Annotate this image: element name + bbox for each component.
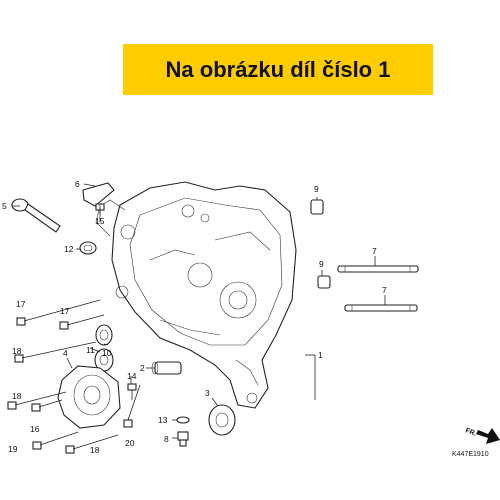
callout-8: 8 (164, 434, 169, 444)
callout-10: 10 (102, 348, 112, 358)
stud-bolt-lower-part[interactable] (344, 304, 418, 312)
oil-dipstick-part[interactable] (11, 198, 61, 233)
flange-bolt-19-part[interactable] (32, 431, 79, 450)
callout-9-upper: 9 (314, 184, 319, 194)
cable-bracket-part[interactable] (82, 182, 115, 207)
sealing-washer-part[interactable] (176, 416, 190, 424)
callout-3: 3 (205, 388, 210, 398)
callout-18-lower: 18 (90, 445, 100, 455)
callout-7-lower: 7 (382, 285, 387, 295)
callout-13: 13 (158, 415, 168, 425)
oil-seal-10-part[interactable] (95, 324, 113, 346)
front-direction-label: FR. (464, 427, 477, 437)
flange-bolt-18-lower-part[interactable] (65, 434, 119, 454)
front-direction-indicator: FR. (464, 427, 500, 444)
bearing-part[interactable] (208, 404, 236, 436)
callout-2: 2 (140, 363, 145, 373)
crankcase-half-part[interactable] (95, 181, 297, 409)
callout-18-upper: 18 (12, 346, 22, 356)
callout-5: 5 (2, 201, 7, 211)
callout-15: 15 (95, 216, 105, 226)
side-cover-part[interactable] (57, 365, 121, 429)
collar-part[interactable] (151, 361, 182, 375)
callout-11: 11 (86, 345, 95, 355)
drain-bolt-part[interactable] (177, 431, 189, 447)
plug-14-part[interactable] (127, 383, 137, 400)
flange-bolt-18-middle-part[interactable] (7, 391, 67, 410)
dowel-pin-upper-part[interactable] (310, 199, 324, 215)
callout-7-upper: 7 (372, 246, 377, 256)
callout-4: 4 (63, 348, 68, 358)
oil-seal-11-part[interactable] (94, 348, 114, 372)
callout-14: 14 (127, 371, 137, 381)
flange-bolt-20-part[interactable] (123, 384, 141, 428)
callout-1: 1 (318, 350, 323, 360)
stud-bolt-upper-part[interactable] (337, 265, 419, 273)
callout-17-upper: 17 (16, 299, 26, 309)
callout-6: 6 (75, 179, 80, 189)
o-ring-part[interactable] (79, 241, 97, 255)
front-arrow-icon (476, 428, 500, 444)
flange-bolt-17-upper-part[interactable] (16, 299, 101, 326)
callout-17-lower: 17 (60, 306, 70, 316)
callout-16: 16 (30, 424, 40, 434)
flange-bolt-17-lower-part[interactable] (59, 314, 105, 330)
diagram-code: K447E1910 (452, 451, 489, 458)
part-number-banner: Na obrázku díl číslo 1 (123, 44, 433, 95)
dowel-pin-lower-part[interactable] (317, 275, 331, 289)
callout-18-middle: 18 (12, 391, 22, 401)
leader-lines (12, 183, 386, 439)
callout-20: 20 (125, 438, 135, 448)
callout-19: 19 (8, 444, 18, 454)
flange-bolt-16-part[interactable] (31, 399, 63, 412)
callout-12: 12 (64, 244, 74, 254)
banner-text: Na obrázku díl číslo 1 (165, 56, 391, 82)
callout-9-lower: 9 (319, 259, 324, 269)
flange-bolt-18-upper-part[interactable] (14, 341, 97, 363)
